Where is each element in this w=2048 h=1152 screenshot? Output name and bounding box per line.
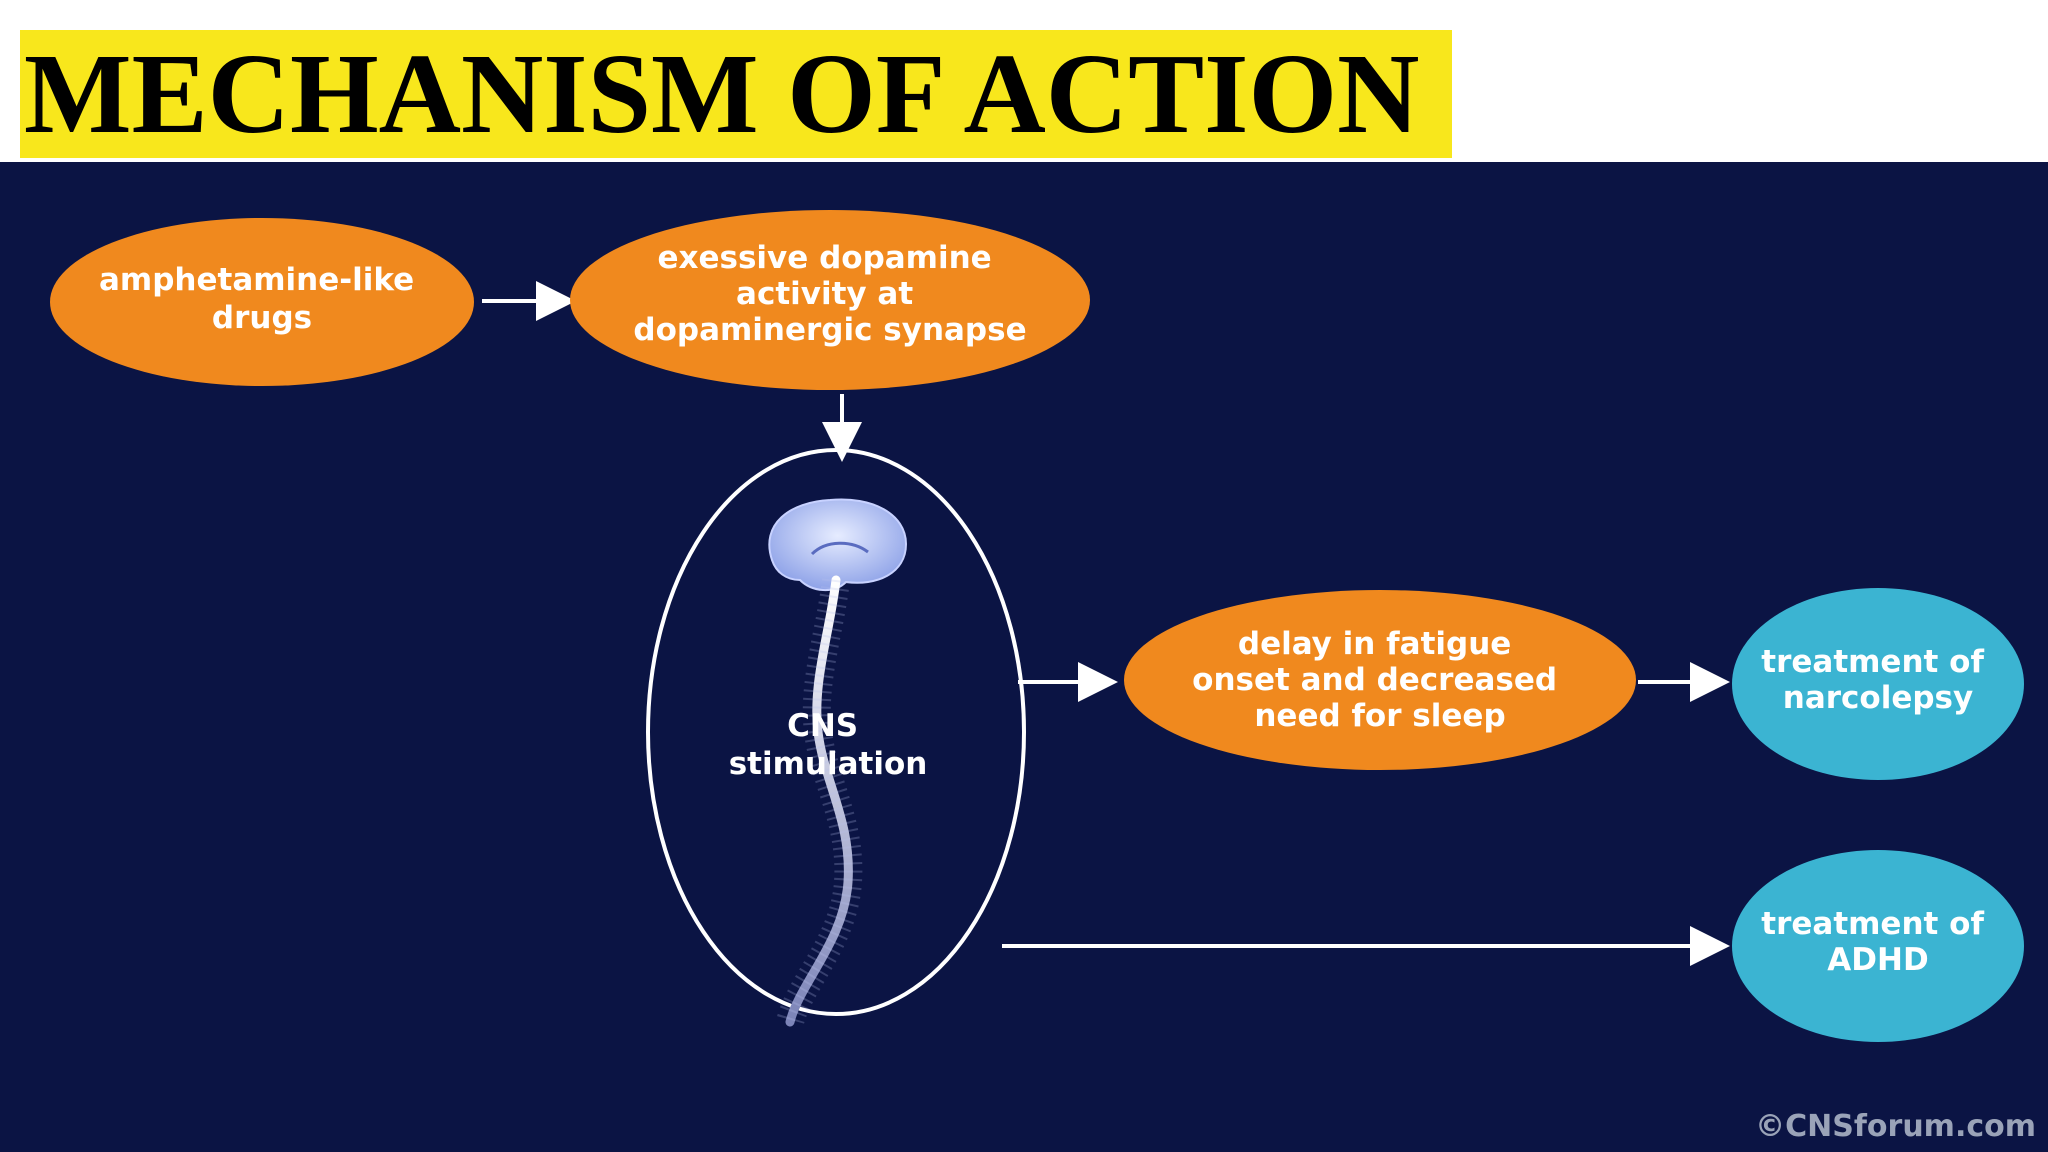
- node-dopamine: exessive dopamine activity at dopaminerg…: [570, 210, 1090, 390]
- brain-spinal-cord-icon: [768, 498, 908, 1027]
- node-adhd: treatment of ADHD: [1732, 850, 2024, 1042]
- node-fatigue-line-2: onset and decreased: [1192, 662, 1557, 698]
- svg-text:treatment of ADHD: treatment of ADHD: [1761, 906, 1994, 978]
- source-credit: ©CNSforum.com: [1755, 1109, 2036, 1144]
- mechanism-diagram: amphetamine-like drugs exessive dopamine…: [0, 162, 2048, 1152]
- page-title: MECHANISM OF ACTION: [24, 30, 1420, 157]
- svg-text:delay in fatigue ons: delay in fatigue onset and decreased nee…: [1192, 626, 1568, 734]
- node-cns-line-1: CNS: [787, 708, 858, 744]
- svg-text:exessive dopamine ac: exessive dopamine activity at dopaminerg…: [633, 240, 1026, 348]
- node-fatigue-line-3: need for sleep: [1254, 698, 1505, 734]
- svg-text:amphetamine-like dru: amphetamine-like drugs: [99, 262, 425, 336]
- node-adhd-line-1: treatment of: [1761, 906, 1984, 942]
- node-amphetamine-line-2: drugs: [212, 300, 312, 336]
- node-cns-line-2: stimulation: [729, 746, 928, 782]
- title-highlight: [20, 30, 1452, 158]
- svg-text:treatment of narcole: treatment of narcolepsy: [1761, 644, 1994, 716]
- node-cns: CNS stimulation: [646, 448, 1026, 1027]
- node-narcolepsy-line-2: narcolepsy: [1783, 680, 1973, 716]
- node-dopamine-line-1: exessive dopamine: [657, 240, 991, 276]
- node-dopamine-line-3: dopaminergic synapse: [633, 312, 1026, 348]
- svg-text:CNS stimulation: CNS stimulation: [729, 708, 928, 782]
- node-adhd-line-2: ADHD: [1827, 942, 1928, 978]
- node-dopamine-line-2: activity at: [736, 276, 913, 312]
- diagram-canvas: amphetamine-like drugs exessive dopamine…: [50, 210, 2036, 1144]
- node-fatigue-line-1: delay in fatigue: [1238, 626, 1511, 662]
- node-narcolepsy-line-1: treatment of: [1761, 644, 1984, 680]
- node-fatigue: delay in fatigue onset and decreased nee…: [1124, 590, 1636, 770]
- node-narcolepsy: treatment of narcolepsy: [1732, 588, 2024, 780]
- node-amphetamine-line-1: amphetamine-like: [99, 262, 414, 298]
- node-amphetamine: amphetamine-like drugs: [50, 218, 474, 386]
